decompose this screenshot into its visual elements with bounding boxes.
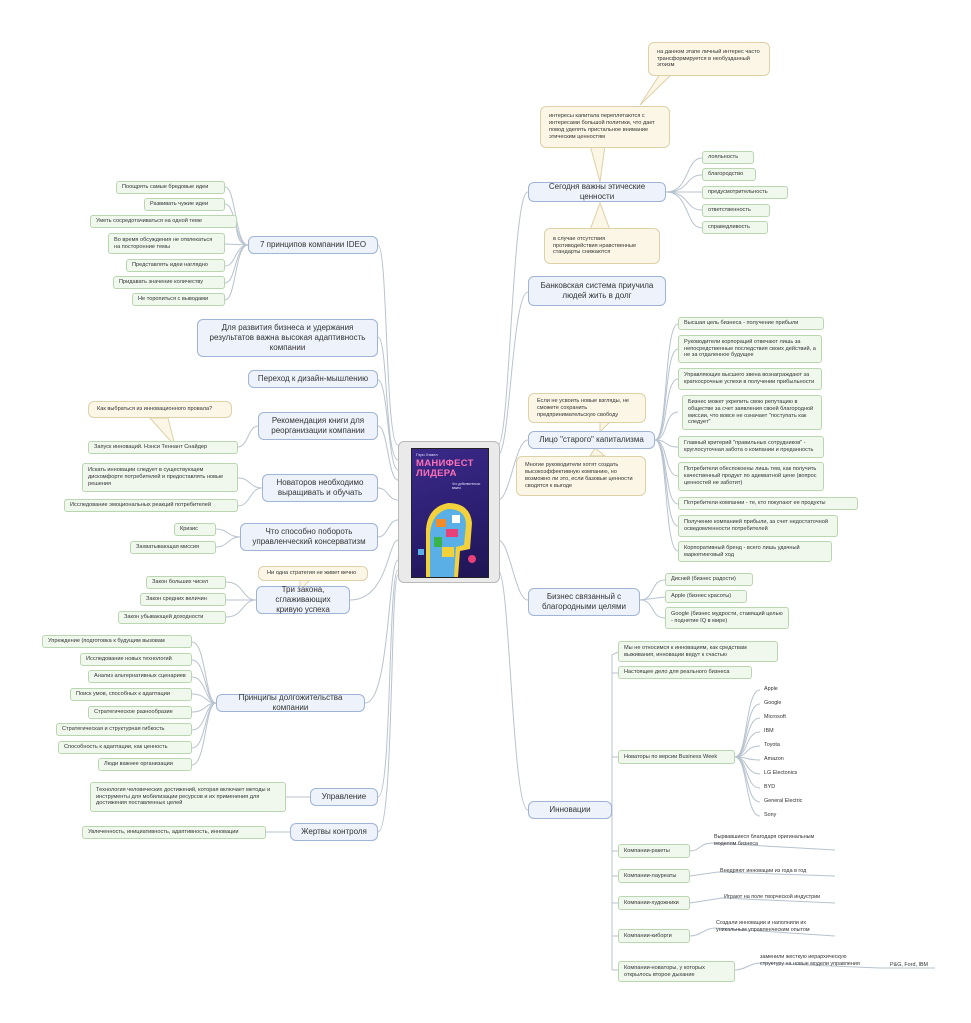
capitalism-note-bottom: Многие руководители хотят создать высоко… <box>516 456 646 496</box>
company-type-desc: Внедряют инновации из года в год <box>720 868 807 874</box>
book-author: Гэри Хэмел <box>416 452 438 457</box>
ethics-value-responsibility[interactable]: ответственность <box>702 204 770 217</box>
innovators-item[interactable]: Искать инновации следует в существующем … <box>82 463 238 492</box>
adaptive-branch[interactable]: Для развития бизнеса и удержания результ… <box>197 319 378 357</box>
capitalism-item[interactable]: Управляющих высшего звена вознаграждают … <box>678 368 822 390</box>
management-item[interactable]: Технология человеческих достижений, кото… <box>90 782 286 812</box>
capitalism-item[interactable]: Руководители корпораций отвечают лишь за… <box>678 335 822 363</box>
longevity-item[interactable]: Способность к адаптации, как ценность <box>58 741 192 754</box>
ethics-branch[interactable]: Сегодня важны этические ценности <box>528 182 666 202</box>
longevity-branch[interactable]: Принципы долгожительства компании <box>216 693 365 712</box>
capitalism-item[interactable]: Получение компанией прибыли, за счет нед… <box>678 515 838 537</box>
innovation-branch[interactable]: Инновации <box>528 801 612 819</box>
company-type-second-wind[interactable]: Компании-новаторы, у которых открылось в… <box>618 961 735 982</box>
bw-company: BYD <box>764 784 776 790</box>
company-type-artists[interactable]: Компании-художники <box>618 896 690 910</box>
law-item[interactable]: Закон больших чисел <box>146 576 226 589</box>
conservatism-item-crisis[interactable]: Кризис <box>174 523 216 536</box>
ideo-branch[interactable]: 7 принципов компании IDEO <box>248 236 378 254</box>
longevity-item[interactable]: Исследование новых технологий <box>80 653 192 666</box>
noble-item-google[interactable]: Google (бизнес мудрости, ставящий целью … <box>665 607 789 629</box>
business-week-node[interactable]: Новаторы по версии Business Week <box>618 750 735 764</box>
ideo-item[interactable]: Развивать чужие идеи <box>144 198 225 211</box>
ethics-value-justice[interactable]: справедливость <box>702 221 768 234</box>
company-type-cyborgs[interactable]: Компании-киборги <box>618 929 690 943</box>
ideo-item[interactable]: Уметь сосредотачиваться на одной теме <box>90 215 237 228</box>
capitalism-note-top: Если не усвоить новые взгляды, не сможет… <box>528 393 646 423</box>
capitalism-item[interactable]: Высшая цель бизнеса - получение прибыли <box>678 317 824 330</box>
capitalism-branch[interactable]: Лицо "старого" капитализма <box>528 431 655 449</box>
noble-business-branch[interactable]: Бизнес связанный с благородными целями <box>528 588 640 616</box>
book-rec-note: Как выбраться из инновационного провала? <box>88 401 232 418</box>
longevity-item[interactable]: Люди важнее организации <box>98 758 192 771</box>
ideo-item[interactable]: Придавать значение количеству <box>113 276 225 289</box>
bw-company: Google <box>764 700 782 706</box>
innovators-branch[interactable]: Новаторов необходимо выращивать и обучат… <box>262 474 378 502</box>
capitalism-item[interactable]: Потребители обеспокоены лишь тем, как по… <box>678 462 824 491</box>
ethics-note-middle: интересы капитала переплетаются с интере… <box>540 106 670 148</box>
law-item[interactable]: Закон средних величин <box>140 593 226 606</box>
longevity-item[interactable]: Поиск умов, способных к адаптации <box>70 688 192 701</box>
bw-company: Amazon <box>764 756 784 762</box>
book-cover: Гэри Хэмел МАНИФЕСТ ЛИДЕРА Что действите… <box>411 448 489 578</box>
company-type-desc: заменили жесткую иерархическую структуру… <box>760 954 860 967</box>
company-type-laureates[interactable]: Компании-лауреаты <box>618 869 690 883</box>
ethics-value-prudence[interactable]: предусмотрительность <box>702 186 788 199</box>
bw-company: IBM <box>764 728 774 734</box>
ideo-item[interactable]: Во время обсуждения не отвлекаться на по… <box>108 233 225 254</box>
design-thinking-branch[interactable]: Переход к дизайн-мышлению <box>248 370 378 388</box>
bw-company: LG Electonics <box>764 770 798 776</box>
conservatism-item-mission[interactable]: Захватывающая миссия <box>130 541 216 554</box>
bw-company: General Electric <box>764 798 803 804</box>
three-laws-note: Ни одна стратегия не живет вечно <box>258 566 368 581</box>
noble-item-disney[interactable]: Дисней (бизнес радости) <box>665 573 753 586</box>
banking-branch[interactable]: Банковская система приучила людей жить в… <box>528 276 666 306</box>
ethics-note-bottom: в случае отсутствия противодействия нрав… <box>544 228 660 264</box>
company-type-desc: Создали инновации и наполнили их уникаль… <box>716 920 810 933</box>
law-item[interactable]: Закон убывающей доходности <box>118 611 226 624</box>
book-illustration <box>418 503 476 577</box>
bw-company: Toyota <box>764 742 780 748</box>
ethics-value-loyalty[interactable]: лояльность <box>702 151 754 164</box>
book-title: МАНИФЕСТ ЛИДЕРА <box>416 458 474 479</box>
capitalism-item[interactable]: Главный критерий "правильных сотрудников… <box>678 436 824 458</box>
bw-company: Microsoft <box>764 714 786 720</box>
book-rec-branch[interactable]: Рекомендация книги для реорганизации ком… <box>258 412 378 440</box>
conservatism-branch[interactable]: Что способно побороть управленческий кон… <box>240 523 378 551</box>
control-item[interactable]: Увлеченность, инициативность, адаптивнос… <box>82 826 266 839</box>
innovation-intro-item[interactable]: Мы не относимся к инновациям, как средст… <box>618 641 778 662</box>
ideo-item[interactable]: Представлять идеи наглядно <box>126 259 225 272</box>
book-subtitle: Что действительно важно <box>452 482 481 490</box>
management-branch[interactable]: Управление <box>310 788 378 806</box>
center-node[interactable]: Гэри Хэмел МАНИФЕСТ ЛИДЕРА Что действите… <box>398 441 500 583</box>
ethics-note-top: на данном этапе личный интерес часто тра… <box>648 42 770 76</box>
company-type-desc: Вырвавшиеся благодаря оригинальным модел… <box>714 834 815 847</box>
capitalism-item[interactable]: Потребители компании - те, кто покупают … <box>678 497 858 510</box>
ideo-item[interactable]: Поощрять самые бредовые идеи <box>116 181 225 194</box>
longevity-item[interactable]: Анализ альтернативных сценариев <box>88 670 192 683</box>
bw-company: Sony <box>764 812 777 818</box>
ethics-value-nobility[interactable]: благородство <box>702 168 756 181</box>
company-type-desc: Играют на поле творческой индустрии <box>724 894 821 900</box>
capitalism-item[interactable]: Корпоративный бренд - всего лишь удачный… <box>678 541 832 562</box>
book-rec-item[interactable]: Запуск инноваций. Нэнси Теннант Снайдер <box>88 441 238 454</box>
capitalism-item[interactable]: Бизнес может укрепить свою репутацию в о… <box>682 395 822 430</box>
ideo-item[interactable]: Не торопиться с выводами <box>132 293 225 306</box>
innovators-item[interactable]: Исследование эмоциональных реакций потре… <box>64 499 238 512</box>
control-branch[interactable]: Жертвы контроля <box>290 823 378 841</box>
longevity-item[interactable]: Стратегическое разнообразие <box>88 706 192 719</box>
bw-company: Apple <box>764 686 778 692</box>
three-laws-branch[interactable]: Три закона, сглаживающих кривую успеха <box>256 585 350 614</box>
noble-item-apple[interactable]: Apple (бизнес красоты) <box>665 590 747 603</box>
innovation-intro-item[interactable]: Настоящее дело для реального бизнеса <box>618 666 752 679</box>
longevity-item[interactable]: Упреждение (подготовка к будущим вызовам <box>42 635 192 648</box>
company-type-rockets[interactable]: Компании-ракеты <box>618 844 690 858</box>
company-type-extra: P&G, Ford, IBM <box>890 962 929 968</box>
longevity-item[interactable]: Стратегическая и структурная гибкость <box>56 723 192 736</box>
